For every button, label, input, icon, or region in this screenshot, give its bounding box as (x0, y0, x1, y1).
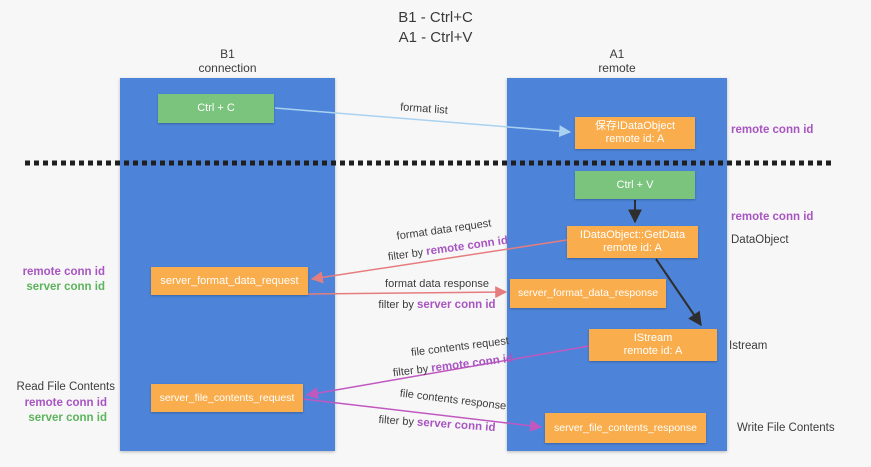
edge-label-file-contents-response: file contents response (399, 387, 507, 413)
annotation-remote-conn-id-top: remote conn id (731, 124, 814, 136)
node-server-format-data-request: server_format_data_request (151, 267, 308, 295)
node-istream-line2: remote id: A (623, 345, 683, 357)
title-line-1: B1 - Ctrl+C (398, 9, 473, 26)
server-conn-id-text: server conn id (416, 416, 496, 435)
node-save-dataobject-line2: remote id: A (605, 133, 665, 145)
node-server-file-contents-request: server_file_contents_request (151, 384, 303, 412)
node-save-dataobject-line1: 保存IDataObject (594, 120, 676, 132)
node-format-request-label: server_format_data_request (160, 274, 299, 287)
lifeline-header-b1: B1 connection (120, 47, 335, 75)
lifeline-a1-role: remote (598, 61, 636, 75)
filter-by-text: filter by (378, 413, 415, 429)
annotation-read-file-contents: Read File Contents (16, 381, 115, 393)
node-getdata-line2: remote id: A (603, 242, 662, 254)
node-file-response-label: server_file_contents_response (553, 421, 697, 434)
node-ctrl-v: Ctrl + V (575, 171, 695, 199)
annotation-left-server-conn-id-bottom: server conn id (28, 412, 107, 424)
annotation-istream: Istream (729, 340, 768, 352)
edge-label-filter-server-2: filter by server conn id (378, 414, 496, 434)
annotation-dataobject: DataObject (731, 234, 789, 246)
node-file-request-label: server_file_contents_request (159, 391, 295, 404)
edge-label-filter-server-1: filter by server conn id (378, 299, 495, 311)
node-ctrl-v-label: Ctrl + V (616, 178, 654, 191)
annotation-left-remote-conn-id-top: remote conn id (22, 266, 105, 278)
filter-by-text: filter by (378, 299, 414, 311)
remote-conn-id-text: remote conn id (430, 352, 514, 375)
edge-label-format-list: format list (399, 101, 449, 117)
lifeline-b1-name: B1 (220, 47, 235, 61)
node-istream: IStream remote id: A (589, 329, 717, 361)
node-getdata: IDataObject::GetData remote id: A (567, 226, 698, 258)
edge-label-format-data-response: format data response (385, 278, 489, 290)
node-save-dataobject: 保存IDataObject remote id: A (575, 117, 695, 149)
filter-by-text: filter by (392, 363, 429, 380)
node-ctrl-c-label: Ctrl + C (197, 102, 235, 114)
title-line-2: A1 - Ctrl+V (398, 29, 473, 46)
lifeline-header-a1: A1 remote (507, 47, 727, 75)
annotation-remote-conn-id-mid: remote conn id (731, 211, 814, 223)
node-getdata-line1: IDataObject::GetData (579, 229, 686, 241)
annotation-left-remote-conn-id-bottom: remote conn id (24, 397, 107, 409)
node-format-response-label: server_format_data_response (517, 287, 659, 299)
edge-label-filter-remote-2: filter by remote conn id (392, 353, 514, 380)
node-server-format-data-response: server_format_data_response (510, 279, 666, 308)
annotation-left-server-conn-id-top: server conn id (26, 281, 105, 293)
server-conn-id-text: server conn id (416, 299, 496, 311)
annotation-write-file-contents: Write File Contents (737, 422, 835, 434)
remote-conn-id-text: remote conn id (425, 234, 509, 258)
diagram-title: B1 - Ctrl+C A1 - Ctrl+V (0, 8, 871, 48)
lifeline-b1-role: connection (198, 61, 257, 75)
node-ctrl-c: Ctrl + C (158, 94, 274, 123)
arrow-format-data-response (307, 286, 508, 299)
lifeline-a1-name: A1 (609, 47, 625, 61)
filter-by-text: filter by (387, 246, 425, 264)
node-istream-line1: IStream (633, 332, 673, 344)
node-server-file-contents-response: server_file_contents_response (545, 413, 706, 443)
